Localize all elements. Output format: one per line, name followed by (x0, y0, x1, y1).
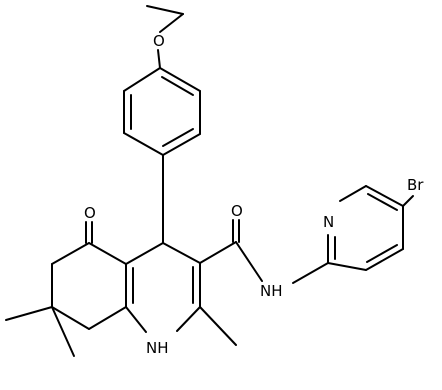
cyclohexenone-ring (51, 242, 127, 330)
carboxamide-bonds (199, 219, 263, 282)
ethoxyphenyl-ring (123, 67, 201, 156)
amide-oxygen-label: O (231, 202, 243, 220)
ring-nh-label: NH (146, 339, 169, 357)
ether-oxygen-label: O (153, 32, 165, 50)
ethoxy-group (146, 5, 184, 69)
gem-dimethyl-bonds (5, 306, 75, 357)
bromine-label: Br (407, 176, 424, 194)
bromopyridine-ring (327, 185, 404, 271)
amide-pyridine-bond (292, 262, 329, 284)
ketone-oxygen-label: O (84, 204, 96, 222)
c2-methyl-bond (199, 306, 237, 346)
c-br-bond (402, 195, 414, 207)
amide-nh-label: NH (260, 282, 283, 300)
ketone-bond (85, 221, 93, 244)
dihydropyridine-ring (125, 242, 201, 333)
pyridine-nitrogen-label: N (323, 213, 334, 231)
